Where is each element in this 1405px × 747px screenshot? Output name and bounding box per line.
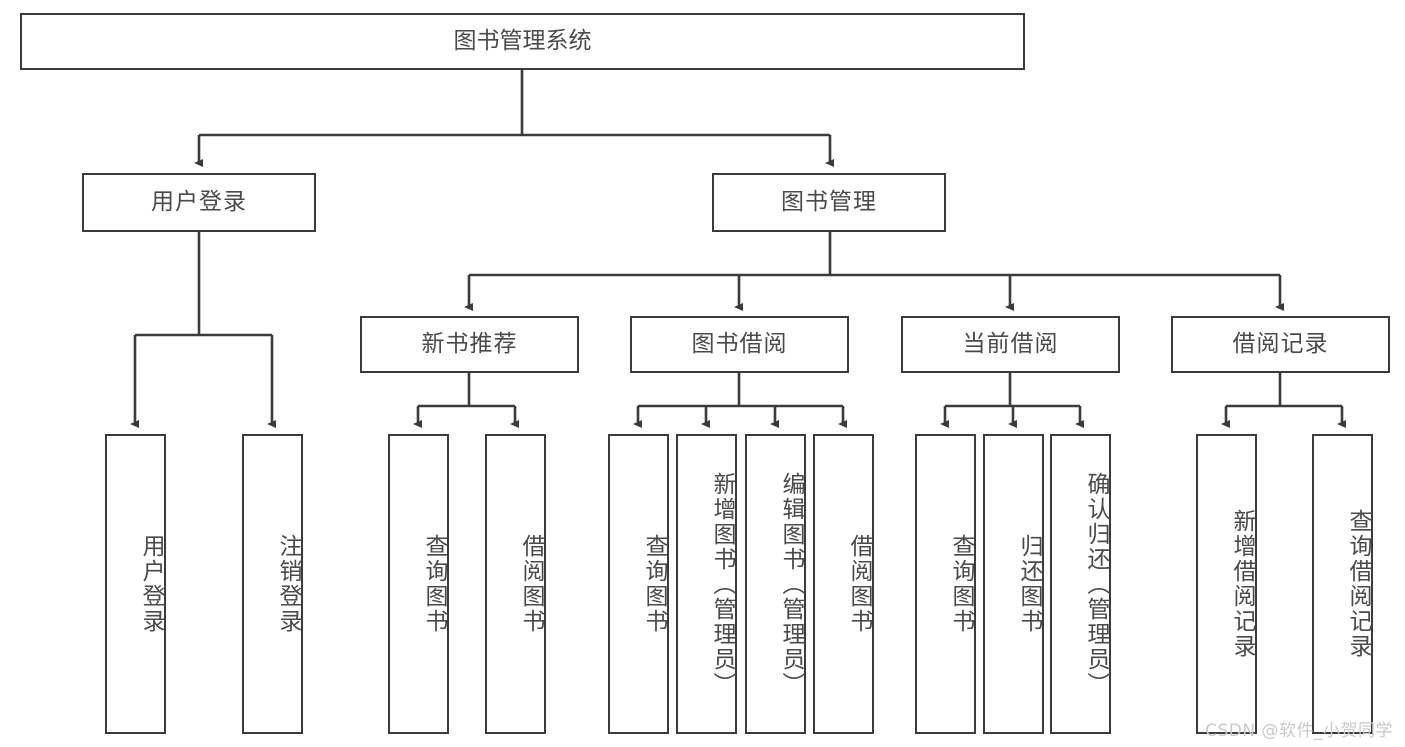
node-label: 归还图书 xyxy=(1016,534,1042,634)
node-leaf-borrow-book[interactable]: 借阅图书 xyxy=(813,434,874,734)
node-borrow-record[interactable]: 借阅记录 xyxy=(1171,316,1390,373)
node-label: 借阅记录 xyxy=(1232,331,1329,358)
node-leaf-query-book-recommend[interactable]: 查询图书 xyxy=(388,434,449,734)
node-label: 借阅图书 xyxy=(846,534,872,634)
node-leaf-query-borrow-record[interactable]: 查询借阅记录 xyxy=(1312,434,1373,734)
node-label: 用户登录 xyxy=(151,189,247,216)
node-leaf-user-login[interactable]: 用户登录 xyxy=(105,434,166,734)
node-label: 新书推荐 xyxy=(421,331,518,358)
node-label: 编辑图书（管理员） xyxy=(778,471,804,697)
node-label: 查询借阅记录 xyxy=(1345,509,1371,659)
node-book-manage[interactable]: 图书管理 xyxy=(712,173,946,232)
node-label: 借阅图书 xyxy=(518,534,544,634)
node-leaf-borrow-book-recommend[interactable]: 借阅图书 xyxy=(485,434,546,734)
watermark: CSDN @软件_小贺同学 xyxy=(1205,721,1393,741)
node-label: 查询图书 xyxy=(421,534,447,634)
node-label: 图书管理系统 xyxy=(453,28,592,55)
node-label: 图书借阅 xyxy=(691,331,788,358)
node-label: 当前借阅 xyxy=(962,331,1059,358)
node-label: 新增借阅记录 xyxy=(1229,509,1255,659)
node-label: 新增图书（管理员） xyxy=(709,471,735,697)
node-leaf-edit-book[interactable]: 编辑图书（管理员） xyxy=(745,434,806,734)
node-leaf-query-book-borrow[interactable]: 查询图书 xyxy=(608,434,669,734)
node-leaf-return-book[interactable]: 归还图书 xyxy=(983,434,1044,734)
node-label: 查询图书 xyxy=(948,534,974,634)
node-user-login[interactable]: 用户登录 xyxy=(82,173,316,232)
node-label: 图书管理 xyxy=(781,189,877,216)
node-label: 确认归还（管理员） xyxy=(1083,471,1109,697)
node-leaf-confirm-return[interactable]: 确认归还（管理员） xyxy=(1050,434,1111,734)
node-leaf-add-book[interactable]: 新增图书（管理员） xyxy=(676,434,737,734)
node-root-book-management-system[interactable]: 图书管理系统 xyxy=(20,13,1025,70)
node-leaf-logout-login[interactable]: 注销登录 xyxy=(242,434,303,734)
node-current-borrow[interactable]: 当前借阅 xyxy=(901,316,1120,373)
node-label: 查询图书 xyxy=(641,534,667,634)
node-label: 注销登录 xyxy=(275,534,301,634)
node-label: 用户登录 xyxy=(138,534,164,634)
node-new-book-recommend[interactable]: 新书推荐 xyxy=(360,316,579,373)
node-leaf-query-book-current[interactable]: 查询图书 xyxy=(915,434,976,734)
node-book-borrow[interactable]: 图书借阅 xyxy=(630,316,849,373)
node-leaf-add-borrow-record[interactable]: 新增借阅记录 xyxy=(1196,434,1257,734)
